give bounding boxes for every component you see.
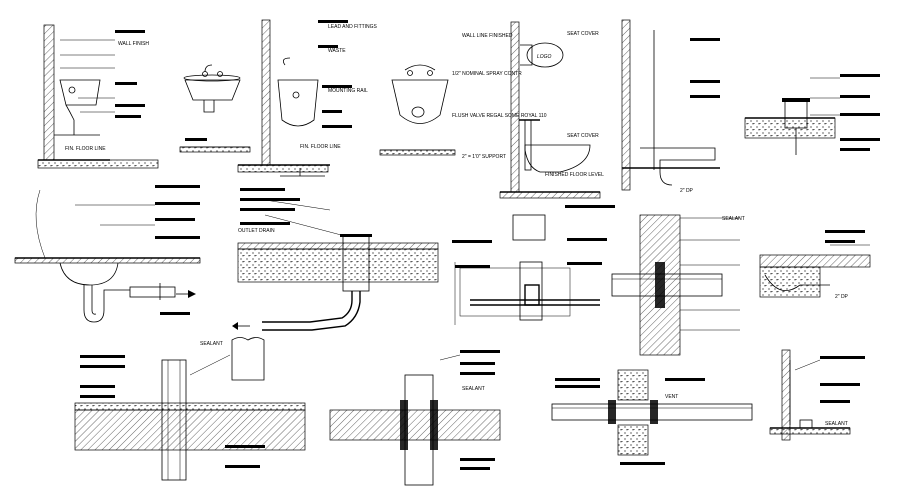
svg-text:WASTE: WASTE — [328, 48, 346, 54]
detail-lavatory-front-2 — [379, 64, 456, 156]
detail-lavatory-front-1 — [179, 64, 251, 153]
label-support: 2" = 1'0" SUPPORT — [462, 154, 506, 160]
label-dp: 2" DP — [680, 188, 694, 194]
detail-pipe-sleeve: SEALANT — [329, 350, 501, 486]
svg-text:MOUNTING RAIL: MOUNTING RAIL — [328, 88, 368, 94]
detail-urinal: 2" DP — [621, 19, 720, 194]
label-vent: VENT — [665, 394, 678, 400]
detail-lavatory-section-1: WALL FINISH FIN. FLOOR LINE — [37, 24, 159, 169]
detail-lavatory-section-2: FIN. FLOOR LINE LEAD AND FITTINGS WASTE … — [237, 19, 378, 177]
label-fin-floor-2: FIN. FLOOR LINE — [300, 144, 341, 150]
detail-drain-plan — [452, 205, 615, 325]
svg-text:LOGO: LOGO — [537, 54, 552, 60]
detail-counter-basin — [14, 185, 201, 323]
detail-outlet-drain: OUTLET DRAIN — [232, 188, 439, 331]
label-dp-2: 2" DP — [835, 294, 849, 300]
label-sealant-3: SEALANT — [462, 386, 485, 392]
detail-floor-drain-1 — [744, 74, 880, 155]
detail-pipe-through-slab: SEALANT — [74, 337, 306, 481]
label-sealant-1: SEALANT — [722, 216, 745, 222]
label-seat-cover: SEAT COVER — [567, 31, 599, 37]
label-flush-valve: FLUSH VALVE REGAL SOME ROYAL 110 — [452, 113, 547, 119]
detail-wall-outlet: SEALANT — [769, 349, 865, 441]
label-wall-finish: WALL FINISH — [118, 41, 149, 47]
label-outlet-drain: OUTLET DRAIN — [238, 228, 275, 234]
detail-floor-drain-2: 2" DP — [759, 230, 871, 300]
label-finished-floor: FINISHED FLOOR LEVEL — [545, 172, 604, 178]
svg-text:LEAD AND FITTINGS: LEAD AND FITTINGS — [328, 24, 378, 30]
label-wall-line: WALL LINE FINISHED — [462, 33, 513, 39]
detail-water-closet: LOGO WALL LINE FINISHED SEAT COVER 1/2" … — [452, 21, 604, 199]
label-sealant-4: SEALANT — [825, 421, 848, 427]
label-fin-floor-1: FIN. FLOOR LINE — [65, 146, 106, 152]
detail-pipe-through-wall: SEALANT — [611, 214, 745, 356]
label-sealant-2: SEALANT — [200, 341, 223, 347]
label-seat-cover-2: SEAT COVER — [567, 133, 599, 139]
detail-pipe-through-beam: VENT — [551, 369, 753, 465]
label-nominal-spray: 1/2" NOMINAL SPRAY CONTR — [452, 71, 522, 77]
